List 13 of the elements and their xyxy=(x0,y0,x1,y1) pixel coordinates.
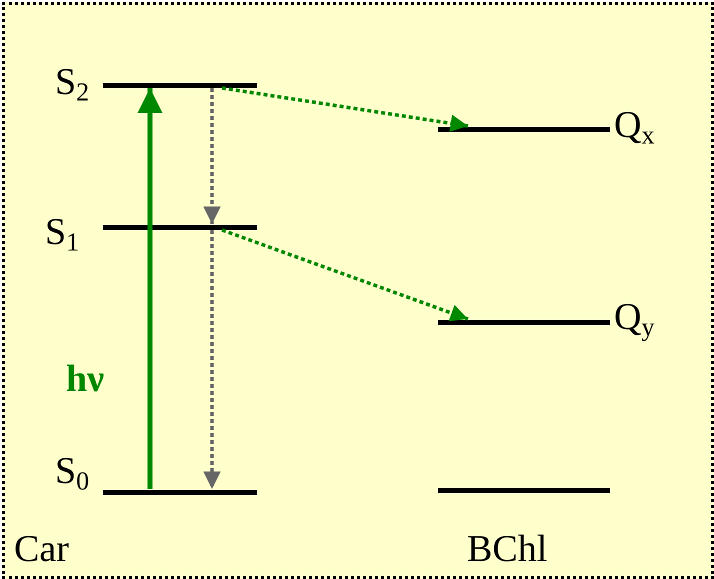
state-label: S$_{0}$ xyxy=(55,452,90,494)
edge-label: hν xyxy=(66,360,104,398)
state-label: Q$_{x}$ xyxy=(614,106,654,148)
column-label: BChl xyxy=(467,530,548,568)
state-label: Q$_{y}$ xyxy=(614,298,654,340)
state-label: S$_{1}$ xyxy=(45,213,80,256)
column-label: Car xyxy=(14,530,69,568)
dotted-arrow xyxy=(222,86,468,132)
dotted-arrow xyxy=(221,228,469,322)
dotted-arrow xyxy=(203,88,221,224)
arrow xyxy=(138,88,162,489)
state-label: S$_{2}$ xyxy=(55,63,90,106)
dotted-arrow xyxy=(203,230,221,489)
